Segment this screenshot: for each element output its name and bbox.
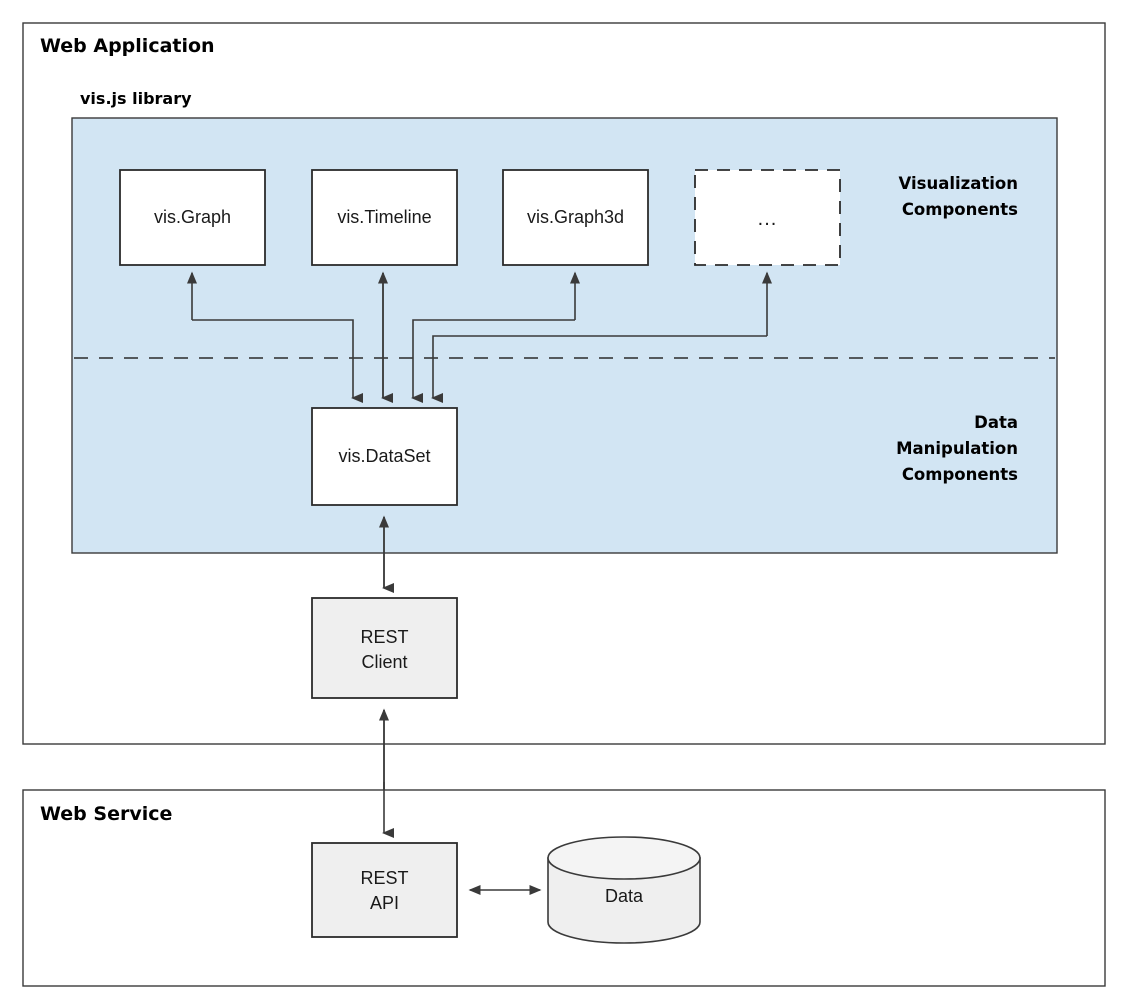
- node-more-components[interactable]: ...: [694, 169, 841, 266]
- node-vis-graph3d[interactable]: vis.Graph3d: [502, 169, 649, 266]
- node-more-components-label: ...: [758, 208, 778, 230]
- vis-js-library-title: vis.js library: [80, 89, 192, 108]
- node-vis-graph[interactable]: vis.Graph: [119, 169, 266, 266]
- node-rest-api-label-line2: API: [370, 893, 399, 913]
- connector-vis-graph3d-dataset: [411, 271, 580, 403]
- svg-text:Components: Components: [902, 200, 1018, 219]
- node-vis-timeline[interactable]: vis.Timeline: [311, 169, 458, 266]
- svg-text:Manipulation: Manipulation: [896, 439, 1018, 458]
- node-vis-graph-label: vis.Graph: [154, 207, 231, 227]
- node-rest-api-label-line1: REST: [360, 868, 408, 888]
- node-vis-graph3d-label: vis.Graph3d: [527, 207, 624, 227]
- web-service-title: Web Service: [40, 803, 172, 825]
- svg-text:Data: Data: [974, 413, 1018, 432]
- node-rest-client-label-line1: REST: [360, 627, 408, 647]
- data-manipulation-components-label: Data Manipulation Components: [896, 413, 1018, 484]
- node-vis-dataset-label: vis.DataSet: [338, 446, 430, 466]
- node-rest-client[interactable]: REST Client: [311, 597, 458, 699]
- node-rest-api[interactable]: REST API: [311, 842, 458, 938]
- node-vis-dataset[interactable]: vis.DataSet: [311, 407, 458, 506]
- node-vis-timeline-label: vis.Timeline: [337, 207, 431, 227]
- node-rest-client-label-line2: Client: [361, 652, 407, 672]
- svg-text:Visualization: Visualization: [898, 174, 1018, 193]
- connector-more-components-dataset: [431, 271, 772, 403]
- visualization-components-label: Visualization Components: [898, 174, 1018, 219]
- node-data-store-label: Data: [605, 886, 644, 906]
- connector-vis-graph-dataset: [187, 271, 363, 403]
- node-data-store[interactable]: Data: [547, 836, 701, 944]
- svg-text:Components: Components: [902, 465, 1018, 484]
- web-application-title: Web Application: [40, 35, 215, 57]
